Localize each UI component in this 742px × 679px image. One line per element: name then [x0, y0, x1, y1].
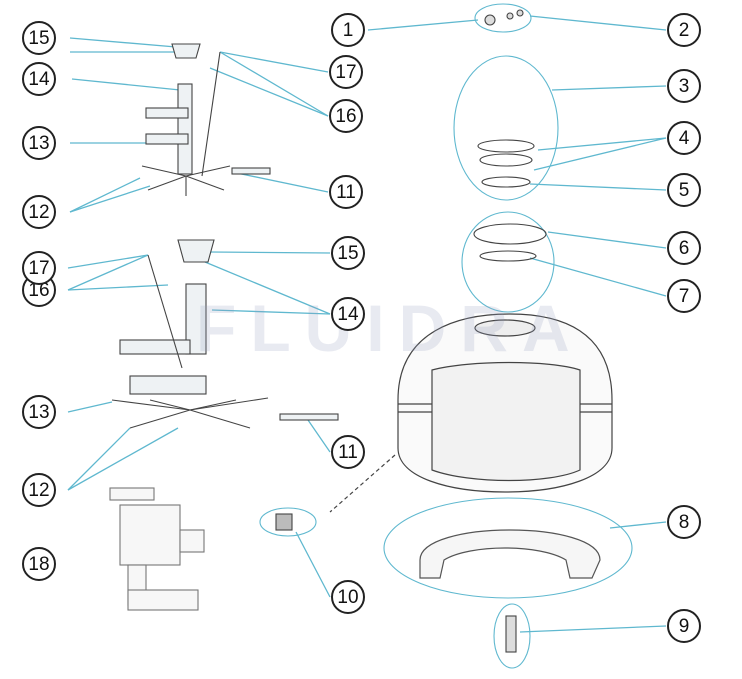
callout-part-17-upper: 17	[329, 55, 363, 89]
part-outlines	[259, 3, 633, 669]
callout-part-1: 1	[331, 13, 365, 47]
callout-part-13-upper: 13	[22, 126, 56, 160]
upper-lateral-assembly	[141, 43, 271, 196]
tank-drawing	[329, 313, 613, 513]
callout-part-5: 5	[667, 173, 701, 207]
callout-part-15-lower: 15	[331, 236, 365, 270]
callout-part-10: 10	[331, 580, 365, 614]
lower-lateral-assembly	[111, 239, 339, 429]
callout-part-11-upper: 11	[329, 175, 363, 209]
callout-part-15-upper: 15	[22, 21, 56, 55]
callout-part-13-lower: 13	[22, 395, 56, 429]
callout-part-6: 6	[667, 231, 701, 265]
leader-lines	[67, 15, 667, 633]
small-parts	[275, 9, 547, 653]
callout-part-7: 7	[667, 279, 701, 313]
callout-part-16-upper: 16	[329, 99, 363, 133]
callout-part-8: 8	[667, 505, 701, 539]
callout-part-12-upper: 12	[22, 195, 56, 229]
callout-part-17-lower: 17	[22, 251, 56, 285]
callout-part-2: 2	[667, 13, 701, 47]
callout-part-14-lower: 14	[331, 297, 365, 331]
callout-part-14-upper: 14	[22, 62, 56, 96]
stand-base	[419, 529, 601, 579]
callout-part-9: 9	[667, 609, 701, 643]
callout-part-3: 3	[667, 69, 701, 103]
callout-part-4: 4	[667, 121, 701, 155]
callout-part-11-lower: 11	[331, 435, 365, 469]
callout-part-18: 18	[22, 547, 56, 581]
callout-part-12-lower: 12	[22, 473, 56, 507]
multiport-valve	[109, 487, 205, 611]
